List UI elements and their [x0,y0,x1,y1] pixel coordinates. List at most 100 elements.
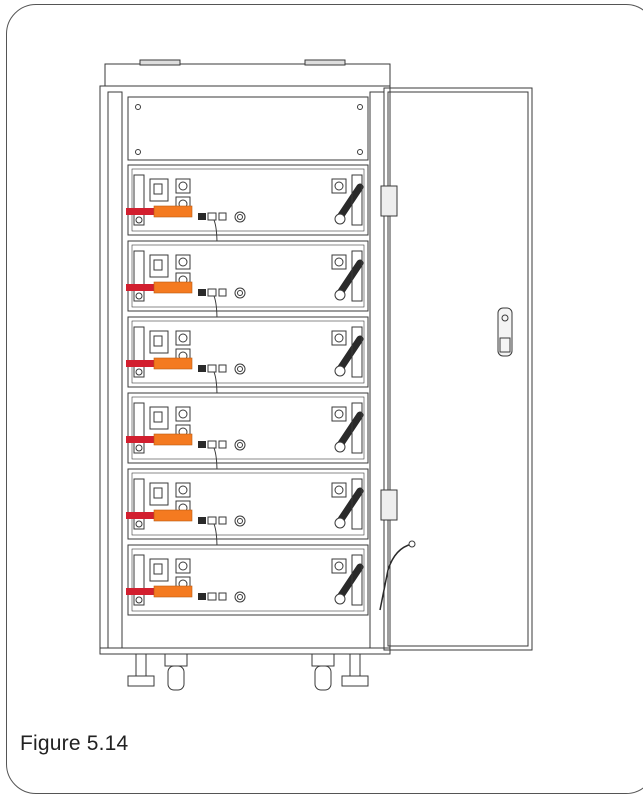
door-panel [383,87,533,651]
power-button-center [237,366,243,372]
mounting-ear-left [133,554,145,606]
comm-port [218,592,227,601]
power-terminal [331,482,347,498]
power-cable-black [336,487,364,525]
comm-port [218,516,227,525]
mounting-ear-right [351,250,363,302]
comm-port [218,212,227,221]
mounting-ear-right [351,478,363,530]
power-cable-black [336,183,364,221]
power-cable-orange [153,585,193,598]
power-cable-red [126,512,154,519]
breaker-lever [153,487,163,499]
mounting-ear-left [133,326,145,378]
battery-module [126,392,369,518]
power-button [234,211,246,223]
power-terminal-socket [334,561,344,571]
ground-cable [379,543,413,611]
power-terminal-socket [334,333,344,343]
power-cable-black [336,563,364,601]
breaker-switch [149,406,169,430]
power-button [234,287,246,299]
module-case [127,544,369,616]
power-terminal [175,254,191,270]
leveling-foot [349,653,361,677]
ground-terminal [408,540,416,548]
caster-mount [164,653,188,667]
comm-port [218,364,227,373]
comm-port [207,288,217,297]
power-button-center [237,290,243,296]
mounting-ear-left [133,402,145,454]
power-terminal-socket [334,181,344,191]
left-post [107,91,123,649]
breaker-switch [149,330,169,354]
comm-port [207,440,217,449]
door-hinge-upper [380,185,398,217]
power-button [234,591,246,603]
power-button-center [237,214,243,220]
breaker-lever [153,259,163,271]
power-cable-black [336,335,364,373]
cable-gland [334,441,346,453]
comm-port [207,212,217,221]
module-case [127,316,369,388]
comm-port [207,592,217,601]
battery-module [126,316,369,442]
door-handle [497,307,513,357]
top-blank-panel [127,96,369,161]
power-terminal-socket [334,485,344,495]
power-button-center [237,594,243,600]
comm-port [198,593,206,600]
power-button [234,515,246,527]
cable-gland [334,213,346,225]
caster-wheel [167,665,185,691]
power-terminal-socket [178,485,188,495]
power-cable-orange [153,357,193,370]
power-cable-red [126,588,154,595]
power-cable-black [336,411,364,449]
module-case [127,468,369,540]
cable-gland [334,365,346,377]
module-front-plate [131,396,365,460]
screw [135,104,141,110]
caster-wheel [314,665,332,691]
battery-module [126,468,369,594]
power-terminal-socket [178,409,188,419]
door-inner-frame [387,91,529,647]
power-cable-red [126,436,154,443]
base-rail [99,647,391,655]
power-terminal [175,406,191,422]
screw [357,104,363,110]
power-button [234,363,246,375]
lifting-eye-right [304,59,346,66]
comm-port [198,441,206,448]
breaker-lever [153,563,163,575]
power-button-center [237,518,243,524]
breaker-lever [153,411,163,423]
handle-grip [499,337,511,353]
mounting-ear-right [351,326,363,378]
mounting-ear-right [351,554,363,606]
mounting-ear-hole [135,444,143,452]
power-terminal-socket [334,409,344,419]
comm-port [207,516,217,525]
cabinet-roof [104,63,391,87]
door-hinge-lower [380,489,398,521]
mounting-ear-hole [135,368,143,376]
mounting-ear-right [351,402,363,454]
breaker-switch [149,482,169,506]
breaker-lever [153,183,163,195]
mounting-ear-hole [135,292,143,300]
power-cable-black [336,259,364,297]
power-terminal-socket [178,181,188,191]
cable-gland [334,289,346,301]
power-terminal [175,330,191,346]
power-cable-orange [153,281,193,294]
mounting-ear-left [133,250,145,302]
battery-module [126,164,369,290]
breaker-switch [149,254,169,278]
power-terminal [331,558,347,574]
mounting-ear-hole [135,596,143,604]
power-terminal-socket [178,333,188,343]
